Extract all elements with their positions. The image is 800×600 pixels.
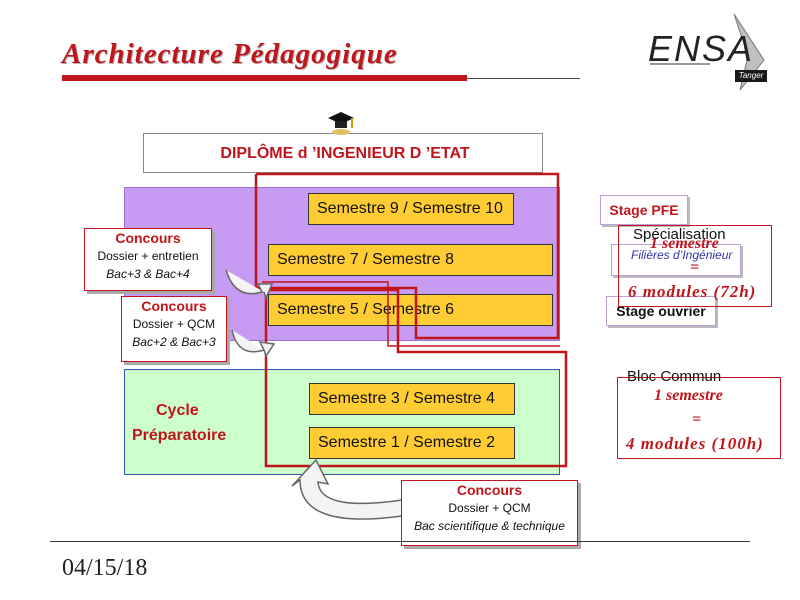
arrow-concours-3 [291,458,403,520]
stage-ouvrier-box: Stage ouvrier [606,296,716,326]
concours-mode: Dossier + entretien [97,249,199,263]
bloc-commun-box [617,377,781,459]
specialisation-modules: 6 modules (72h) [628,282,757,301]
engineering-cycle-outline [254,172,560,340]
footer-divider [50,541,750,542]
concours-box-bac3-bac4: Concours Dossier + entretien Bac+3 & Bac… [84,228,212,291]
footer-date: 04/15/18 [62,555,148,581]
specialisation-title: Spécialisation [633,226,726,243]
title-underline [62,75,467,81]
stage-pfe-box: Stage PFE [600,195,688,225]
concours-level: Bac+3 & Bac+4 [106,267,190,281]
cycle-label: Cycle [156,402,199,419]
logo-text: ENSA [648,28,755,69]
specialisation-semester: 1 semestre [650,235,719,252]
logo-tag: Tanger [735,70,767,82]
bloc-commun-equals: = [692,411,702,428]
diploma-label: DIPLÔME d ’INGENIEUR D ’ETAT [210,139,480,169]
bloc-commun-modules: 4 modules (100h) [626,434,764,453]
concours-box-bac2-bac3: Concours Dossier + QCM Bac+2 & Bac+3 [121,296,227,362]
concours-level: Bac+2 & Bac+3 [132,335,216,349]
semester-9-10: Semestre 9 / Semestre 10 [308,193,514,225]
ensa-logo [650,13,765,91]
bloc-commun-semester: 1 semestre [654,387,723,404]
arrow-concours-2 [231,329,276,358]
concours-mode: Dossier + QCM [132,317,216,331]
semester-7-8: Semestre 7 / Semestre 8 [268,244,553,276]
graduation-cap-icon [328,112,354,135]
semester-5-6: Semestre 5 / Semestre 6 [268,294,553,326]
page-title: Architecture Pédagogique [62,38,398,70]
arrow-concours-1 [225,269,274,301]
preparatoire-label: Préparatoire [132,427,227,444]
concours-title: Concours [141,298,207,314]
concours-mode: Dossier + QCM [448,501,531,515]
admission-outline-bac3 [262,281,560,347]
filieres-label: Filières d’Ingénieur [631,248,733,262]
concours-title: Concours [115,230,181,246]
specialisation-box [618,225,772,307]
title-underline-thin [467,78,580,79]
concours-level: Bac scientifique & technique [414,519,565,533]
admission-outline-bac2 [264,288,568,468]
specialisation-equals: = [690,259,700,276]
semester-3-4: Semestre 3 / Semestre 4 [309,383,515,415]
concours-box-bac: Concours Dossier + QCM Bac scientifique … [401,480,578,546]
concours-title: Concours [456,482,523,498]
semester-1-2: Semestre 1 / Semestre 2 [309,427,515,459]
bloc-commun-title: Bloc Commun [627,368,722,385]
filieres-box [611,244,741,276]
